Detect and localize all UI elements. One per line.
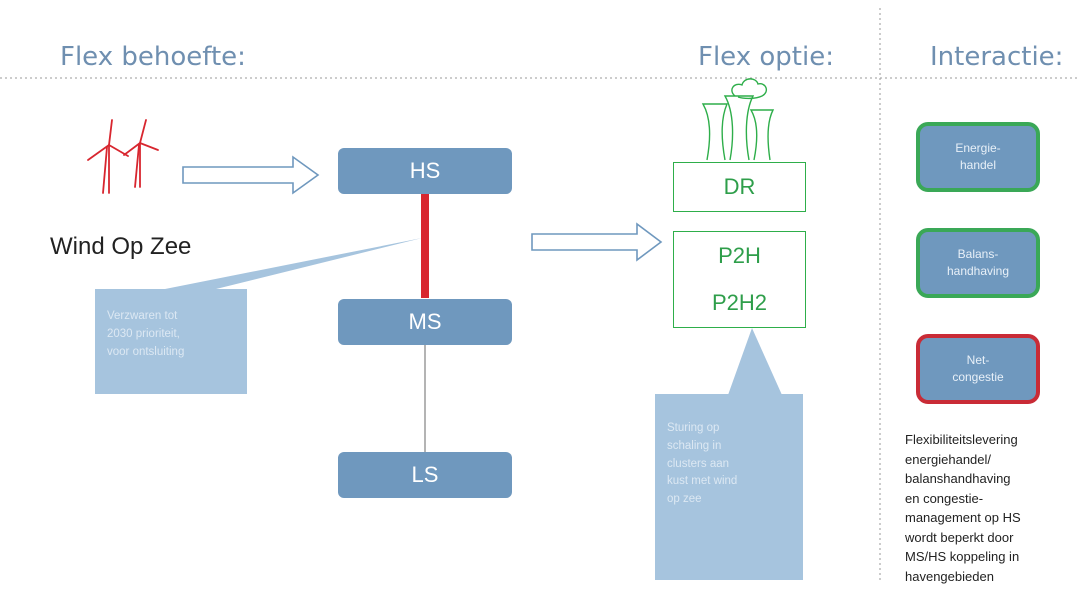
- flexibility-note: Flexibiliteitslevering energiehandel/ ba…: [905, 432, 1021, 584]
- heading-flex-option: Flex optie:: [698, 42, 834, 72]
- node-ms: MS: [338, 299, 512, 345]
- interaction-energy-trading: Energie- handel: [916, 122, 1040, 192]
- steering-callout-tail: [728, 328, 782, 395]
- flex-option-p2h2: P2H2: [673, 279, 806, 328]
- reinforce-callout-tail: [160, 238, 422, 290]
- interaction-balancing: Balans- handhaving: [916, 228, 1040, 298]
- wind-op-zee-label: Wind Op Zee: [50, 233, 192, 260]
- industrial-plant-icon: [701, 78, 775, 161]
- flex-option-p2h: P2H: [673, 231, 806, 281]
- steering-callout-text: Sturing op schaling in clusters aan kust…: [667, 422, 738, 506]
- node-hs: HS: [338, 148, 512, 194]
- grid-to-flex-arrow: [531, 222, 663, 262]
- wind-turbines-icon: [87, 119, 159, 194]
- heading-interaction: Interactie:: [930, 42, 1064, 72]
- reinforce-callout: Verzwaren tot 2030 prioriteit, voor onts…: [95, 289, 247, 394]
- flex-option-dr: DR: [673, 162, 806, 212]
- steering-callout: Sturing op schaling in clusters aan kust…: [655, 394, 803, 580]
- wind-to-hs-arrow: [182, 155, 320, 195]
- node-ls: LS: [338, 452, 512, 498]
- heading-flex-need: Flex behoefte:: [60, 42, 246, 72]
- reinforce-callout-text: Verzwaren tot 2030 prioriteit, voor onts…: [107, 310, 185, 358]
- interaction-congestion: Net- congestie: [916, 334, 1040, 404]
